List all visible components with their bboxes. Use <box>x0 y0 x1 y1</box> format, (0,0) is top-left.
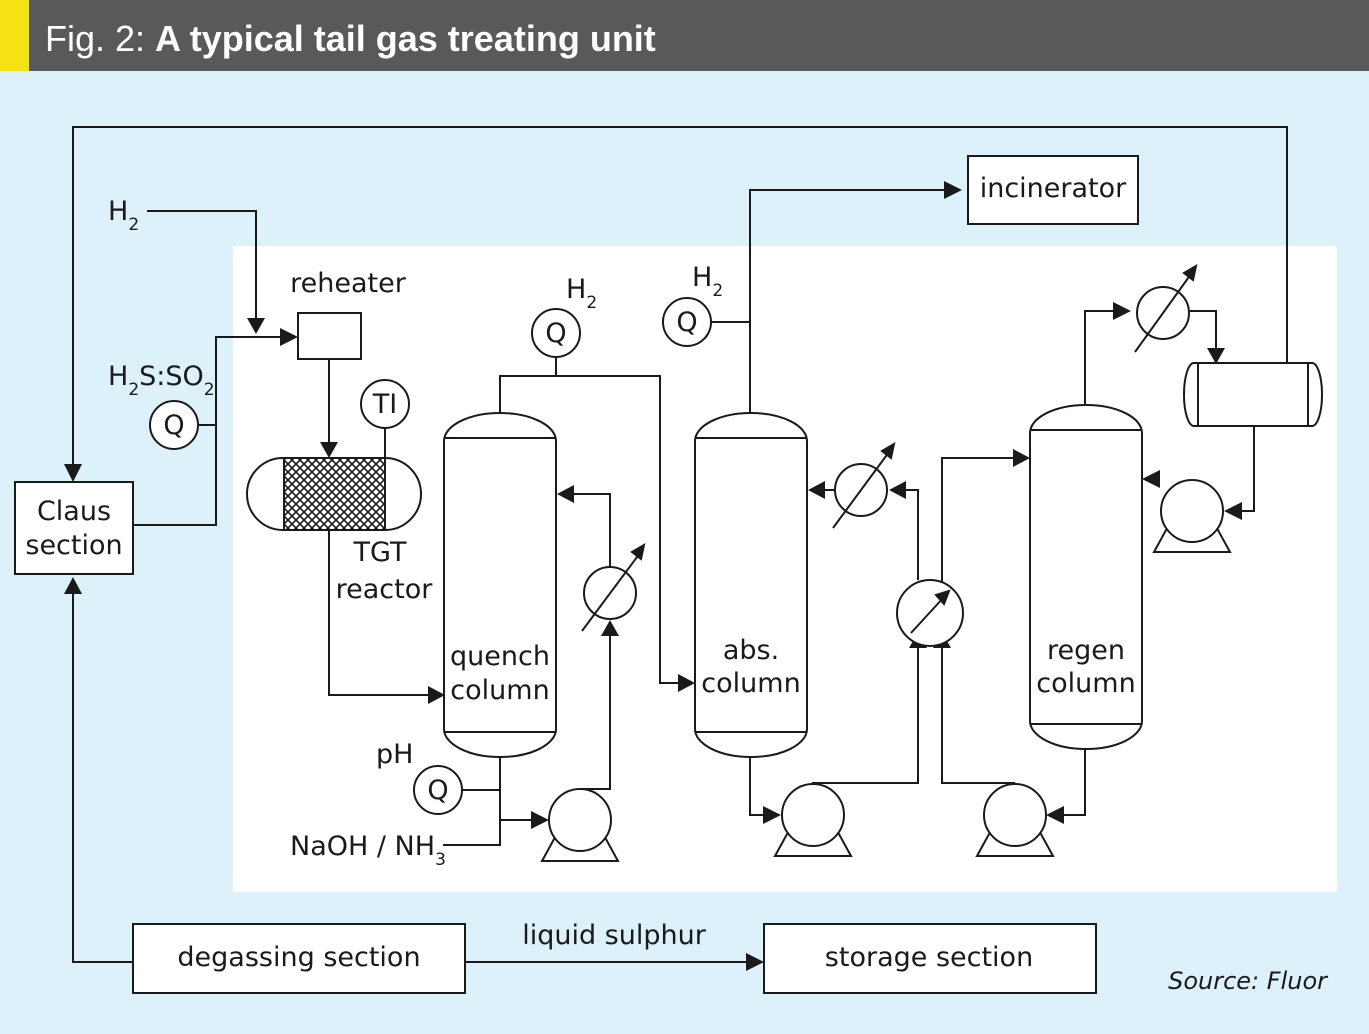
arrow-regen-reflux <box>1142 470 1160 488</box>
degassing-section-box <box>132 923 466 994</box>
lean-cooler-arrow <box>832 451 890 529</box>
quench-h2-analyzer-q: Q <box>545 318 566 349</box>
ph-analyzer-q: Q <box>427 775 448 806</box>
abs-column-label-line1: abs. <box>723 635 779 666</box>
arrow-quench-pump <box>531 811 549 829</box>
tgt-reactor-catalyst-bed <box>283 457 386 531</box>
abs-h2-analyzer-circle <box>662 297 712 347</box>
quench-cooler-arrowhead <box>630 542 646 561</box>
arrow-abs-in <box>678 674 695 692</box>
rich-amine-line <box>812 646 919 784</box>
tgt-reactor-label-line1: TGT <box>353 537 407 568</box>
abs-pump <box>773 783 853 857</box>
abs-bottom-line <box>749 756 765 816</box>
quench-overhead-line <box>499 375 680 684</box>
arrow-quench-exch <box>601 620 619 636</box>
quench-bottom-line <box>443 756 501 846</box>
header-accent <box>0 0 29 71</box>
source-credit: Source: Fluor <box>1168 967 1329 995</box>
recycle-line <box>72 126 1288 466</box>
reheater-label: reheater <box>290 268 407 299</box>
arrow-incinerator <box>944 181 962 199</box>
drum-bottom-line <box>1240 426 1255 512</box>
storage-section-label: storage section <box>825 942 1033 973</box>
regen-bottom-pump <box>975 783 1055 857</box>
incinerator-box <box>967 155 1139 225</box>
h2-feed-line <box>147 210 257 322</box>
ti-label: TI <box>372 389 397 420</box>
lean-rich-exchanger-arrow <box>910 596 945 634</box>
degassing-section-label: degassing section <box>177 942 420 973</box>
arrow-regen-in <box>1013 449 1030 467</box>
quench-h2-label: H2 <box>566 274 597 313</box>
lean-cooler-arrowhead <box>880 441 896 460</box>
claus-to-reheater-line <box>133 336 284 526</box>
naoh-nh3-label: NaOH / NH3 <box>290 831 446 870</box>
quench-column-label-line1: quench <box>450 641 550 672</box>
arrow-regen-pump <box>1046 806 1064 824</box>
header-bar <box>29 0 1369 71</box>
incinerator-label: incinerator <box>980 173 1127 204</box>
arrow-drum-in <box>1207 348 1225 364</box>
arrow-claus-return <box>64 577 82 594</box>
arrow-quench-recycle <box>557 485 574 503</box>
header-prefix: Fig. 2: <box>45 18 145 59</box>
abs-h2-analyzer-q: Q <box>676 307 697 338</box>
quench-recycle-line <box>572 493 611 570</box>
ratio-analyzer-q: Q <box>163 410 184 441</box>
reactor-to-quench-line <box>328 530 430 696</box>
ratio-analyzer-circle <box>149 400 199 450</box>
abs-h2-label: H2 <box>692 262 723 301</box>
lean-amine-line <box>904 489 919 580</box>
claus-section-box <box>14 481 134 575</box>
abs-column-label-line2: column <box>701 668 800 699</box>
quench-cooler-arrow <box>581 552 641 632</box>
arrow-h2-reheater <box>247 318 265 334</box>
regen-column-label-line2: column <box>1036 668 1135 699</box>
arrow-cooler-in <box>889 481 906 499</box>
arrow-reactor-in <box>320 442 338 458</box>
reheater-box <box>297 312 362 360</box>
lean-rich-exchanger-arrowhead <box>934 589 951 606</box>
h2s-so2-ratio-label: H2S:SO2 <box>108 361 215 400</box>
regen-pump-discharge-line <box>941 646 1015 784</box>
ti-indicator-circle <box>360 379 410 429</box>
quench-column-label-line2: column <box>450 675 549 706</box>
claus-section-label-line2: section <box>25 530 122 561</box>
regen-column-vessel <box>1029 404 1143 750</box>
regen-bottom-line <box>1062 748 1086 816</box>
abs-overhead-line <box>749 189 948 414</box>
condenser-to-drum-line <box>1190 310 1217 350</box>
header-title: Fig. 2:A typical tail gas treating unit <box>45 18 656 59</box>
regen-column-label-line1: regen <box>1047 635 1125 666</box>
regen-condenser-arrowhead <box>1182 263 1198 282</box>
claus-section-label-line1: Claus <box>37 496 111 527</box>
quench-column-vessel <box>443 412 557 758</box>
arrow-claus-in <box>64 464 82 482</box>
regen-condenser-arrow <box>1134 273 1192 353</box>
reflux-drum <box>1183 362 1323 427</box>
ph-analyzer-circle <box>413 765 463 815</box>
ph-label: pH <box>376 739 413 770</box>
liquid-sulphur-label: liquid sulphur <box>522 920 707 951</box>
h2-feed-label: H2 <box>108 196 139 235</box>
quench-h2-analyzer-circle <box>531 308 581 358</box>
arrow-storage <box>746 953 764 971</box>
tgt-reactor-label-line2: reactor <box>336 574 434 605</box>
arrow-quench-in <box>428 686 445 704</box>
reflux-pump <box>1152 479 1232 553</box>
abs-column-vessel <box>694 412 808 758</box>
header-title-bold: A typical tail gas treating unit <box>155 18 656 59</box>
arrow-condenser-in <box>1113 302 1131 320</box>
arrow-reflux-pump <box>1224 502 1242 520</box>
claus-to-degassing-line <box>72 592 133 963</box>
quench-pump <box>540 788 620 862</box>
arrow-reheater-in <box>280 328 298 346</box>
arrow-abs-lean-in <box>808 481 825 499</box>
storage-section-box <box>763 923 1097 994</box>
regen-overhead-line <box>1084 310 1115 407</box>
quench-pump-discharge-line <box>580 633 611 790</box>
arrow-abs-pump <box>763 806 781 824</box>
